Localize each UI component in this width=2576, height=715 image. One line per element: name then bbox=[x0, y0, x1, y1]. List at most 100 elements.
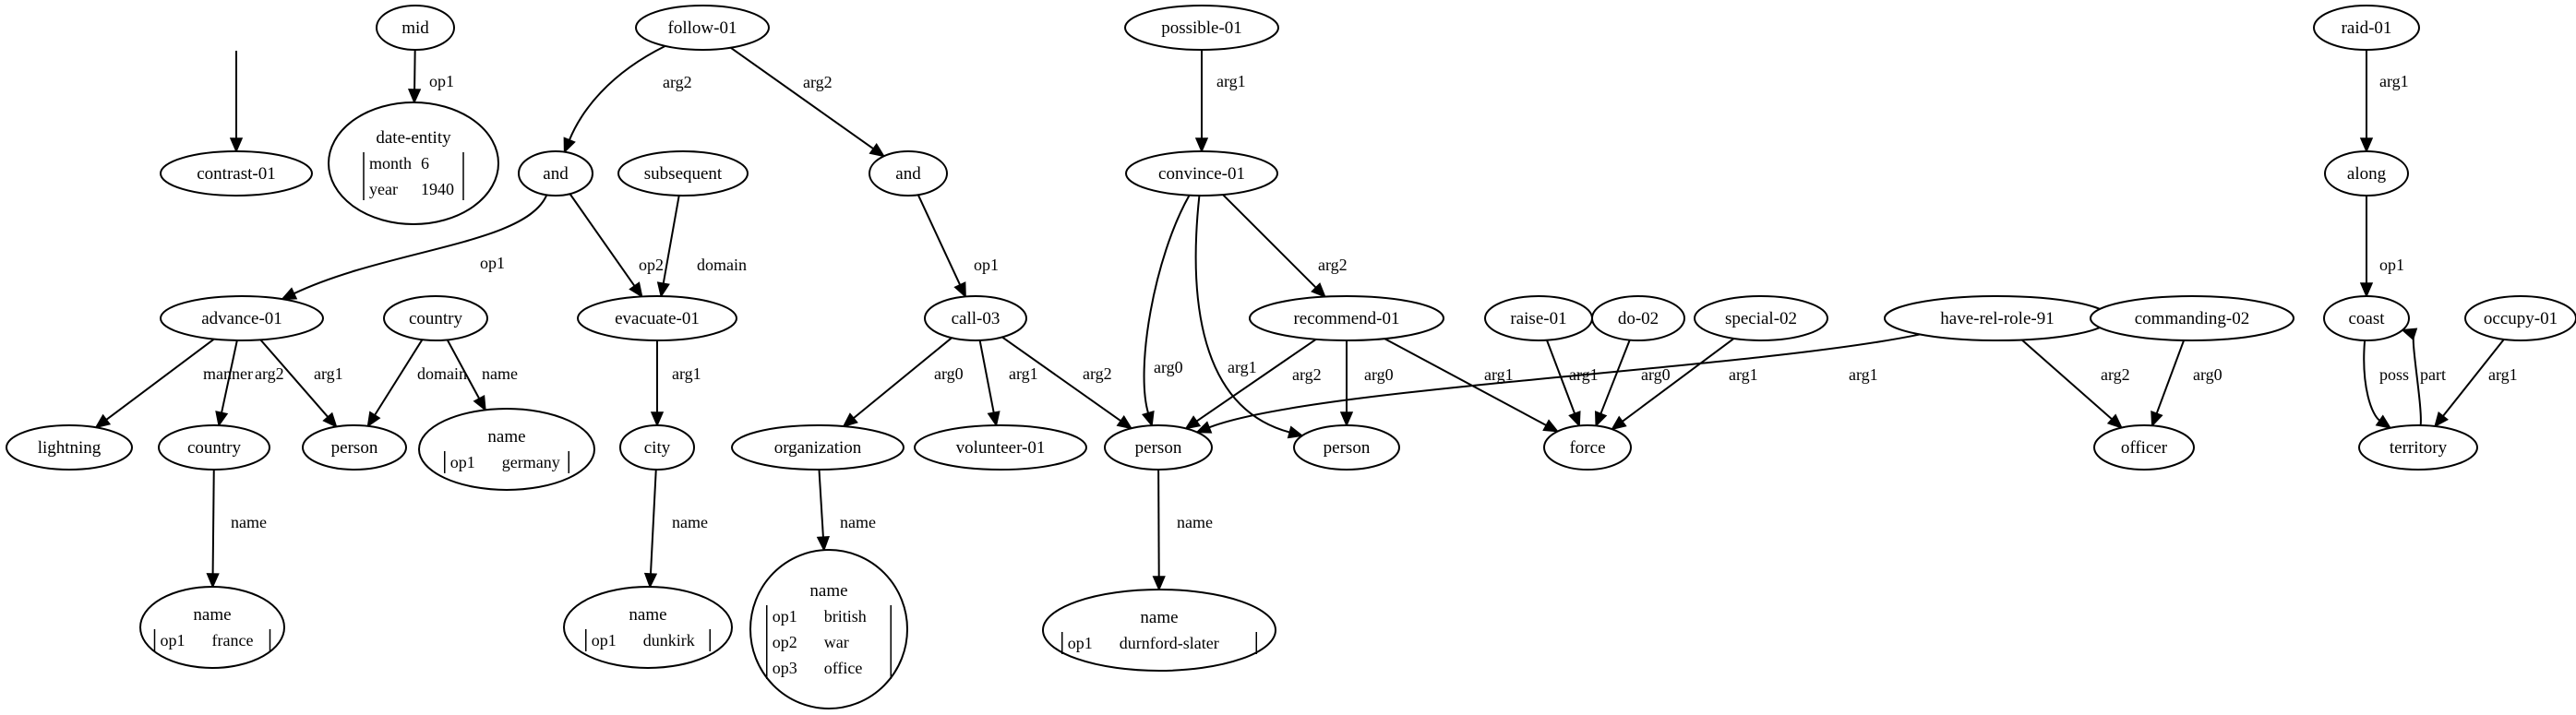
edge-label: arg1 bbox=[1729, 365, 1758, 384]
edge-line bbox=[730, 46, 874, 150]
node-label: country bbox=[187, 438, 242, 458]
arrowhead bbox=[643, 572, 658, 589]
edge-line bbox=[853, 337, 953, 420]
edge-label: name bbox=[1177, 513, 1213, 531]
node-ellipse bbox=[1591, 295, 1685, 341]
edge-label: arg1 bbox=[1216, 72, 1246, 90]
arrowhead bbox=[1194, 137, 1209, 153]
edge-territory-to-coast: part bbox=[2401, 328, 2446, 426]
edge-label: name bbox=[672, 513, 708, 531]
arrowhead bbox=[1152, 576, 1166, 591]
edge-and1-to-advance: op1 bbox=[281, 194, 548, 301]
node-ellipse bbox=[731, 424, 905, 471]
attr-key: op1 bbox=[773, 607, 797, 626]
node-ellipse bbox=[2093, 424, 2195, 471]
attr-value: germany bbox=[502, 453, 560, 471]
node-label: country bbox=[409, 309, 463, 328]
node-commanding: commanding-02 bbox=[2090, 295, 2294, 341]
attr-value: war bbox=[824, 633, 849, 651]
edge-label: arg2 bbox=[663, 73, 692, 91]
node-mid: mid bbox=[376, 5, 455, 51]
edge-label: arg1 bbox=[1849, 365, 1878, 384]
edge-label: name bbox=[482, 364, 518, 383]
edge-country1-to-person1: domain bbox=[366, 339, 467, 428]
attr-value: british bbox=[824, 607, 867, 626]
arrowhead bbox=[2401, 328, 2418, 341]
node-label: name bbox=[1140, 608, 1178, 627]
attr-value: 1940 bbox=[421, 180, 454, 198]
arrowhead bbox=[650, 411, 665, 427]
node-ellipse bbox=[418, 408, 595, 491]
node-ellipse bbox=[577, 295, 737, 341]
edge-line bbox=[221, 340, 238, 413]
edge-line bbox=[1384, 338, 1547, 426]
edge-line bbox=[662, 195, 680, 284]
arrowhead bbox=[215, 411, 229, 427]
edge-raise-to-force: arg1 bbox=[1546, 340, 1599, 428]
arrowhead bbox=[842, 412, 858, 428]
edge-line bbox=[374, 339, 424, 416]
arrowhead bbox=[473, 394, 486, 411]
edge-label: arg0 bbox=[2193, 365, 2223, 384]
node-ellipse bbox=[383, 295, 488, 341]
node-recommend: recommend-01 bbox=[1249, 295, 1444, 341]
node-ellipse bbox=[139, 586, 285, 669]
edge-label: arg0 bbox=[1364, 365, 1394, 384]
edge-label: arg1 bbox=[1484, 365, 1514, 384]
node-label: and bbox=[543, 164, 569, 184]
edge-line bbox=[2020, 339, 2113, 421]
edge-label: op1 bbox=[480, 254, 505, 272]
node-ellipse bbox=[376, 5, 455, 51]
edge-line bbox=[211, 469, 215, 575]
node-label: force bbox=[1569, 438, 1605, 458]
edge-hrr-to-officer: arg2 bbox=[2020, 339, 2130, 429]
edge-line bbox=[1001, 336, 1121, 423]
edge-label: op1 bbox=[974, 256, 999, 274]
edge-label: name bbox=[231, 513, 267, 531]
edge-and1-to-evacuate: op2 bbox=[569, 193, 664, 299]
edge-country1-to-name_germany: name bbox=[446, 339, 518, 411]
edge-possible-to-convince: arg1 bbox=[1194, 50, 1246, 153]
node-do: do-02 bbox=[1591, 295, 1685, 341]
node-raid: raid-01 bbox=[2313, 5, 2420, 51]
node-person1: person bbox=[302, 424, 407, 471]
attr-value: durnford-slater bbox=[1120, 634, 1219, 652]
attr-value: 6 bbox=[421, 154, 429, 173]
arrowhead bbox=[1116, 414, 1133, 430]
edge-do-to-force: arg0 bbox=[1594, 340, 1671, 428]
node-advance: advance-01 bbox=[160, 295, 324, 341]
node-ellipse bbox=[160, 150, 313, 197]
edge-and2-to-call: op1 bbox=[917, 194, 999, 299]
node-ellipse bbox=[1104, 424, 1213, 471]
arrowhead bbox=[1568, 411, 1581, 428]
edge-raid-to-along: arg1 bbox=[2359, 50, 2409, 153]
arrowhead bbox=[206, 573, 220, 589]
attr-key: year bbox=[369, 180, 398, 198]
edge-line bbox=[413, 49, 416, 90]
edge-line bbox=[569, 193, 636, 287]
edge-commanding-to-officer: arg0 bbox=[2151, 340, 2223, 428]
edge-label: arg2 bbox=[803, 73, 833, 91]
edge-along-to-coast: op1 bbox=[2359, 196, 2404, 298]
node-ellipse bbox=[617, 150, 749, 197]
node-ellipse bbox=[635, 5, 770, 51]
node-convince: convince-01 bbox=[1125, 150, 1278, 197]
node-label: advance-01 bbox=[201, 309, 282, 328]
edge-label: op1 bbox=[2379, 256, 2404, 274]
edge-label: name bbox=[840, 513, 876, 531]
node-ellipse bbox=[6, 424, 133, 471]
edge-line bbox=[2442, 339, 2505, 417]
edge-evacuate-to-city: arg1 bbox=[650, 340, 701, 427]
node-label: name bbox=[193, 605, 231, 625]
attr-key: op1 bbox=[161, 631, 186, 649]
arrowhead bbox=[953, 281, 966, 299]
node-ellipse bbox=[1293, 424, 1400, 471]
node-evacuate: evacuate-01 bbox=[577, 295, 737, 341]
node-ellipse bbox=[1249, 295, 1444, 341]
node-ellipse bbox=[1042, 589, 1276, 672]
node-and1: and bbox=[518, 150, 593, 197]
